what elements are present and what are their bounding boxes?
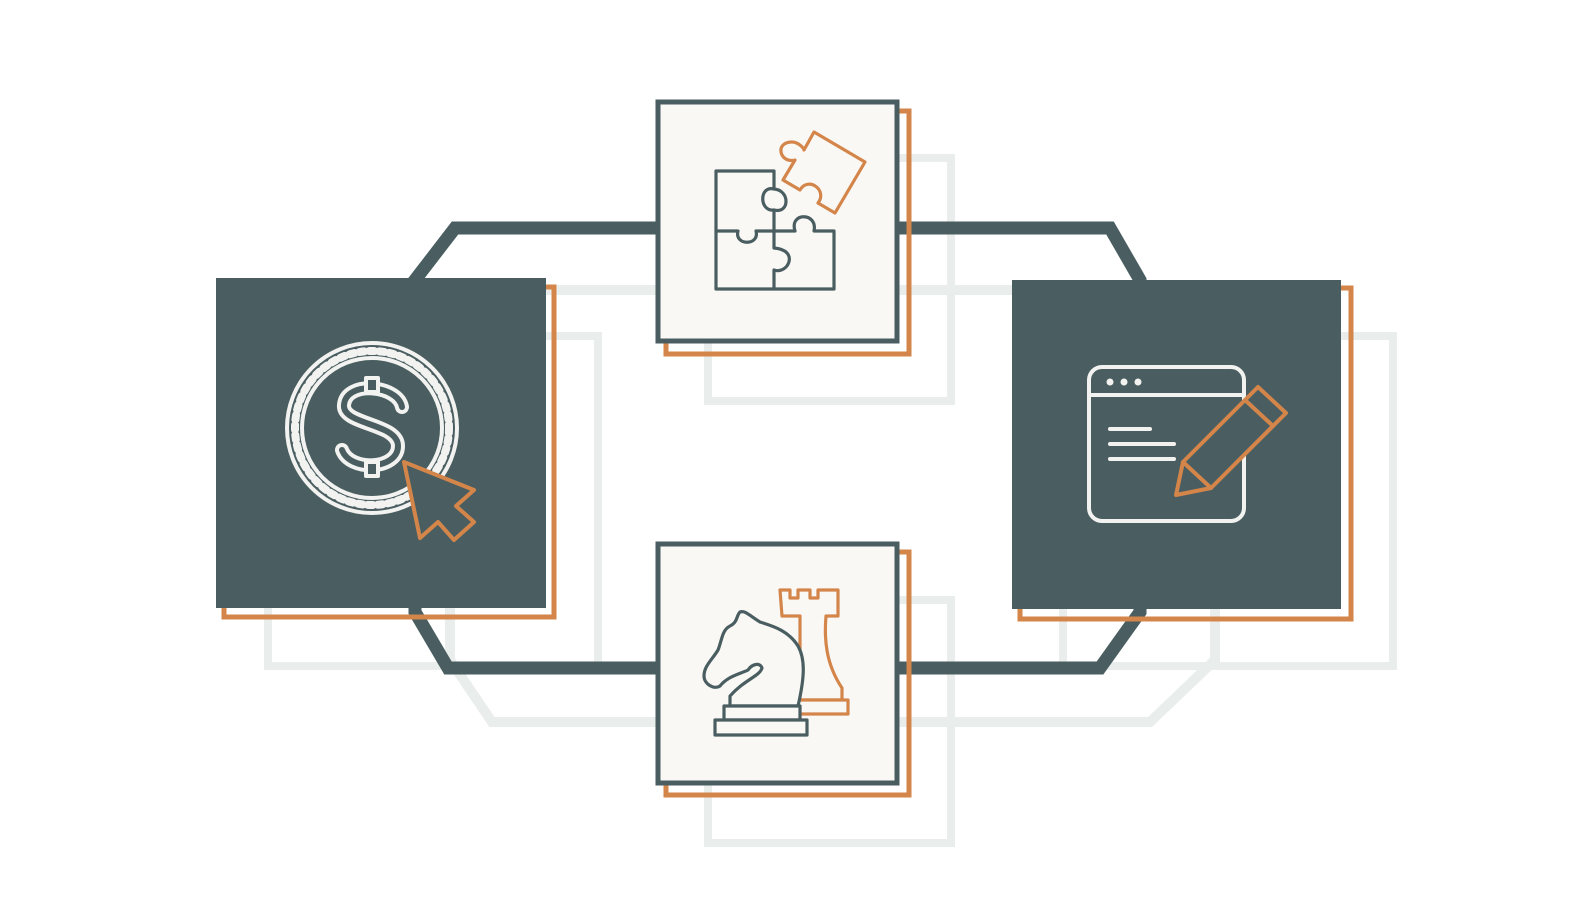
coin-dollar-cursor-icon bbox=[285, 341, 476, 542]
node-right-box bbox=[1012, 280, 1341, 609]
puzzle-pieces-icon bbox=[714, 130, 867, 291]
browser-window-pencil-icon bbox=[1087, 365, 1288, 523]
node-left bbox=[216, 278, 557, 620]
node-top bbox=[655, 99, 912, 357]
chess-knight-rook-icon bbox=[702, 588, 850, 737]
node-right bbox=[1012, 280, 1354, 622]
node-bottom bbox=[655, 541, 912, 798]
node-left-box bbox=[216, 278, 546, 608]
node-top-box bbox=[655, 99, 900, 344]
